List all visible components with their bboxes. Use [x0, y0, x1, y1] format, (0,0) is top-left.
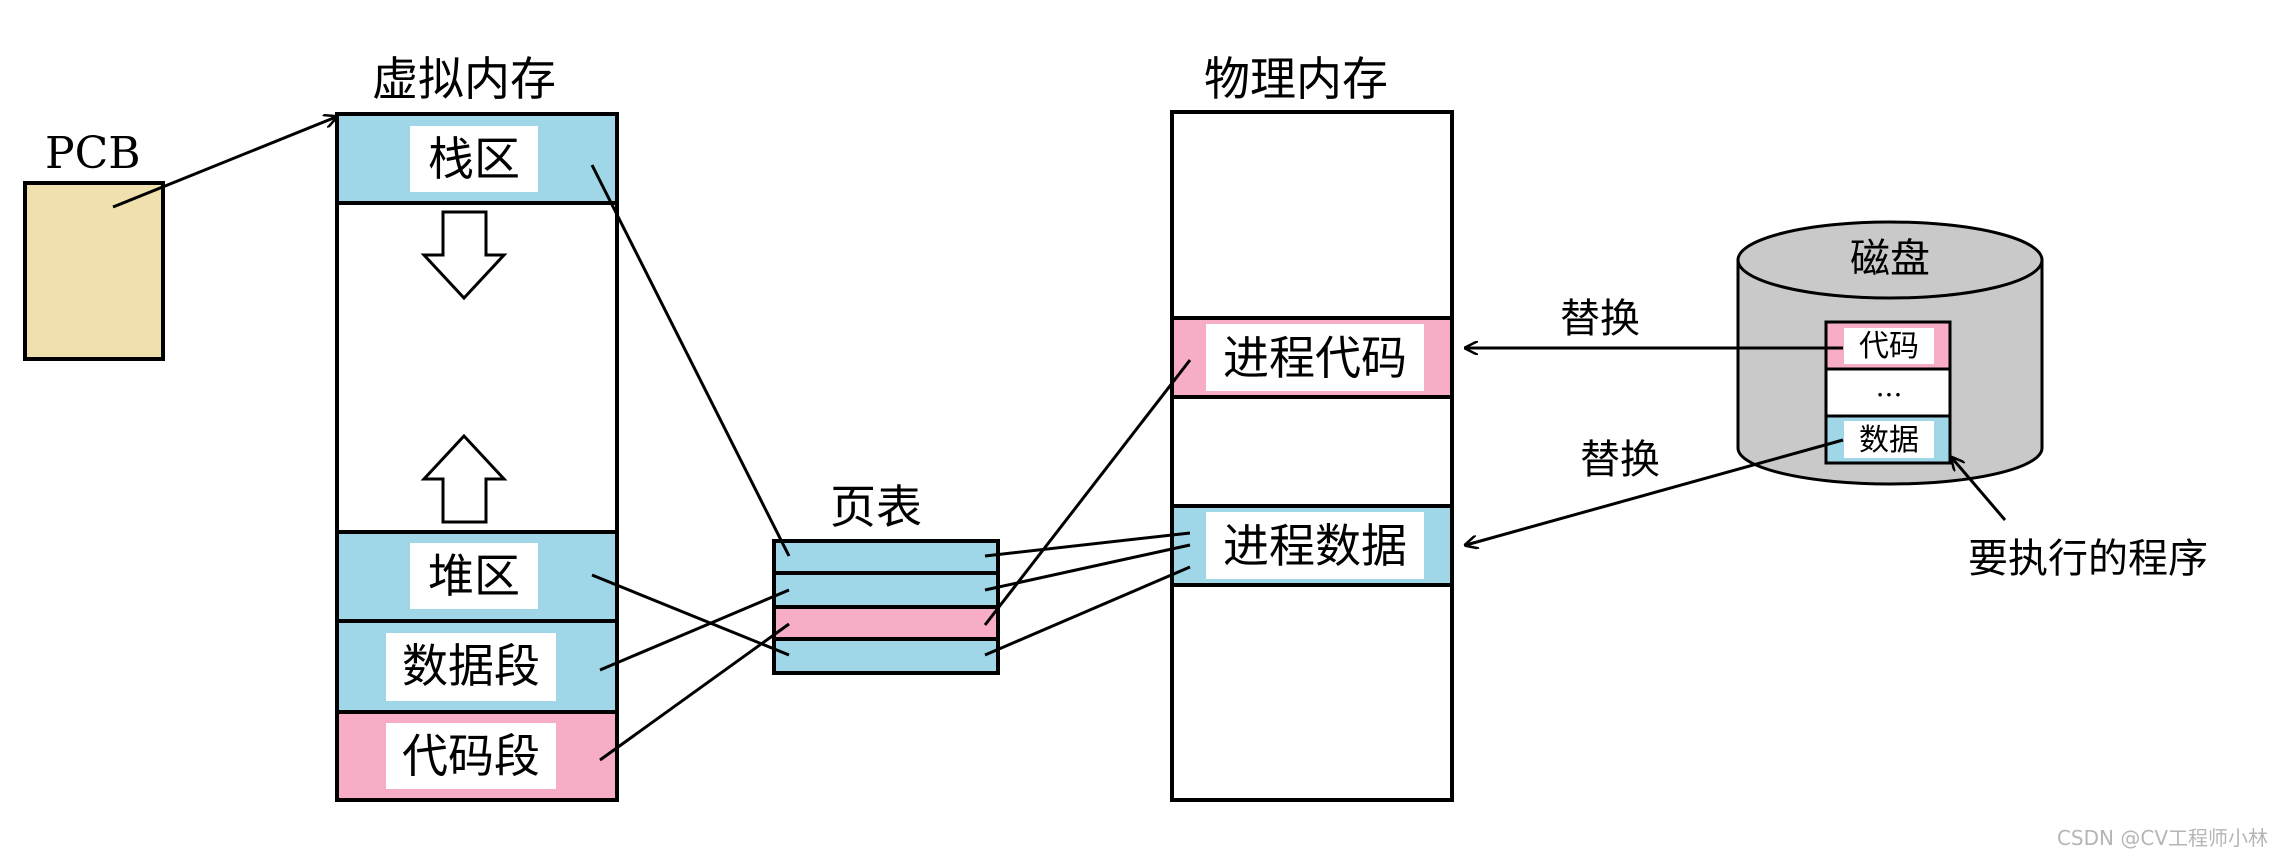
stack-label: 栈区 [428, 132, 520, 186]
process-code-block: 进程代码 [1170, 316, 1454, 399]
virtual-memory-block: 虚拟内存 栈区 堆区 数据段 代码段 [335, 52, 619, 802]
heap-growth-up-icon [420, 433, 508, 524]
disk-ellipsis: ... [1876, 370, 1903, 403]
process-code-label: 进程代码 [1223, 331, 1407, 385]
program-pointer-arrow [1952, 458, 2007, 521]
stack-growth-down-icon [420, 210, 508, 301]
disk-data-label: 数据 [1859, 423, 1919, 458]
swap-data-arrow [1466, 438, 1844, 545]
mapping-lines [590, 164, 1192, 762]
page-table-title: 页表 [830, 480, 922, 534]
physical-memory-block: 物理内存 进程代码 进程数据 [1170, 52, 1454, 802]
process-data-label: 进程数据 [1223, 519, 1407, 573]
heap-segment: 堆区 [335, 530, 619, 623]
map-page-table-to-process-data-3 [984, 565, 1191, 657]
disk-title: 磁盘 [1850, 236, 1930, 282]
code-segment: 代码段 [335, 710, 619, 802]
data-segment: 数据段 [335, 619, 619, 714]
map-page-table-to-process-data-2 [984, 543, 1191, 592]
swap-label-top: 替换 [1560, 296, 1640, 342]
map-heap-to-page-table [591, 573, 790, 657]
disk-data-cell: 数据 [1824, 414, 1952, 465]
map-data-to-page-table [599, 588, 790, 672]
page-table: 页表 [772, 480, 1000, 675]
pcb-label: PCB [45, 128, 141, 179]
program-label: 要执行的程序 [1968, 536, 2208, 582]
heap-label: 堆区 [428, 549, 520, 603]
virtual-memory-title: 虚拟内存 [372, 52, 556, 106]
disk-code-cell: 代码 [1824, 320, 1952, 371]
page-table-row-3 [772, 605, 1000, 641]
page-table-row-2 [772, 571, 1000, 609]
swap-label-bottom: 替换 [1580, 437, 1660, 483]
physical-memory-title: 物理内存 [1204, 52, 1388, 106]
swap-arrows: 替换 替换 [1466, 296, 1844, 545]
map-code-to-page-table [599, 622, 790, 762]
data-segment-label: 数据段 [402, 639, 540, 693]
watermark: CSDN @CV工程师小林 [2057, 826, 2268, 850]
code-segment-label: 代码段 [402, 729, 540, 783]
disk: 磁盘 代码 ... 数据 [1736, 220, 2044, 486]
stack-segment: 栈区 [335, 112, 619, 205]
disk-code-label: 代码 [1859, 329, 1919, 364]
map-page-table-to-process-code [983, 359, 1192, 626]
page-table-row-4 [772, 637, 1000, 675]
map-stack-to-page-table [590, 164, 791, 557]
pcb-arrow [112, 117, 336, 209]
pcb-block: PCB [23, 128, 165, 361]
process-data-block: 进程数据 [1170, 504, 1454, 587]
page-table-row-1 [772, 539, 1000, 575]
map-page-table-to-process-data-1 [984, 531, 1191, 558]
